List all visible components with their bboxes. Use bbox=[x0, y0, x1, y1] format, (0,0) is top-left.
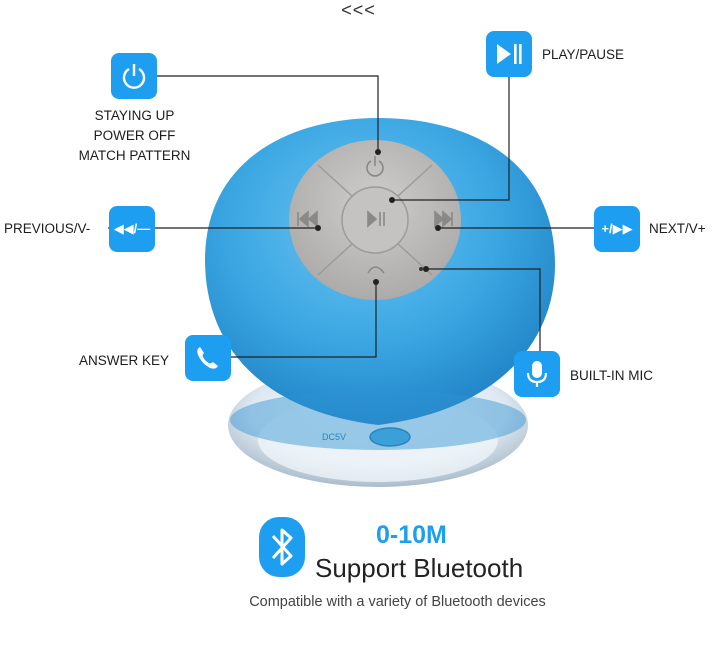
bluetooth-icon bbox=[259, 517, 305, 577]
power-label-line-3: MATCH PATTERN bbox=[78, 148, 191, 163]
charging-port bbox=[369, 427, 411, 447]
power-icon bbox=[111, 53, 157, 99]
fast-forward-volume-up-icon: +/▶▶ bbox=[594, 206, 640, 252]
port-label: DC5V bbox=[322, 432, 346, 442]
play-pause-icon bbox=[486, 31, 532, 77]
compatibility-note: Compatible with a variety of Bluetooth d… bbox=[249, 594, 546, 610]
bluetooth-range: 0-10M bbox=[376, 521, 447, 549]
play-pause-label: PLAY/PAUSE bbox=[542, 47, 625, 62]
phone-icon bbox=[185, 335, 231, 381]
rewind-volume-down-icon: ◀◀/— bbox=[109, 206, 155, 252]
next-label: NEXT/V+ bbox=[649, 221, 706, 236]
answer-key-label: ANSWER KEY bbox=[79, 353, 170, 368]
power-label: STAYING UP POWER OFF MATCH PATTERN bbox=[62, 106, 207, 166]
built-in-mic-label: BUILT-IN MIC bbox=[570, 368, 654, 383]
power-label-line-1: STAYING UP bbox=[94, 108, 175, 123]
microphone-icon bbox=[514, 351, 560, 397]
top-arrows-mark: <<< bbox=[341, 0, 376, 20]
support-bluetooth-title: Support Bluetooth bbox=[315, 553, 524, 583]
previous-label: PREVIOUS/V- bbox=[4, 221, 91, 236]
power-label-line-2: POWER OFF bbox=[93, 128, 176, 143]
